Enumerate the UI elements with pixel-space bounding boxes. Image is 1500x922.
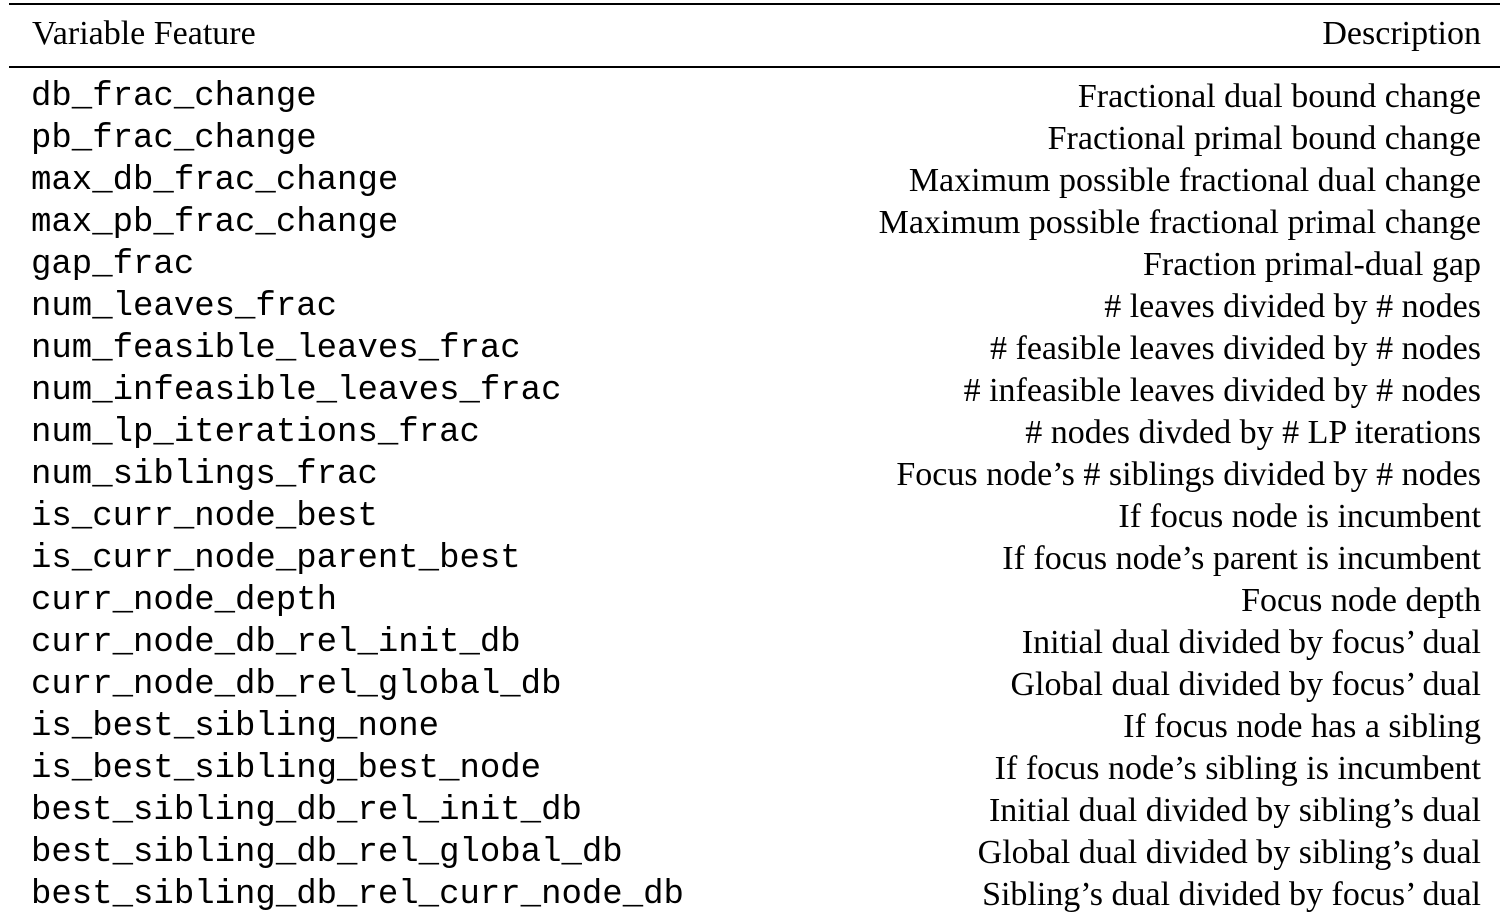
header-variable-feature: Variable Feature	[32, 15, 256, 52]
header-rule	[9, 66, 1500, 68]
variable-name: is_curr_node_best	[31, 498, 378, 536]
table-row: is_curr_node_parent_best If focus node’s…	[9, 538, 1500, 580]
variable-name: num_lp_iterations_frac	[31, 414, 480, 452]
variable-description: If focus node’s parent is incumbent	[1002, 540, 1481, 577]
table-row: max_pb_frac_change Maximum possible frac…	[9, 202, 1500, 244]
variable-description: # leaves divided by # nodes	[1104, 288, 1481, 325]
variable-description: If focus node’s sibling is incumbent	[994, 750, 1481, 787]
variable-name: num_leaves_frac	[31, 288, 338, 326]
table-row: is_curr_node_best If focus node is incum…	[9, 496, 1500, 538]
variable-name: is_best_sibling_best_node	[31, 750, 542, 788]
variable-description: Global dual divided by sibling’s dual	[977, 834, 1481, 871]
variable-name: pb_frac_change	[31, 120, 317, 158]
table-row: gap_frac Fraction primal-dual gap	[9, 244, 1500, 286]
variable-name: best_sibling_db_rel_curr_node_db	[31, 876, 684, 914]
table-row: db_frac_change Fractional dual bound cha…	[9, 76, 1500, 118]
variable-description: If focus node is incumbent	[1118, 498, 1481, 535]
variable-description: Focus node depth	[1241, 582, 1481, 619]
variable-description: Initial dual divided by focus’ dual	[1021, 624, 1481, 661]
table-row: is_best_sibling_none If focus node has a…	[9, 706, 1500, 748]
table-row: num_siblings_frac Focus node’s # sibling…	[9, 454, 1500, 496]
variable-description: Initial dual divided by sibling’s dual	[988, 792, 1481, 829]
table-body: db_frac_change Fractional dual bound cha…	[9, 76, 1500, 916]
variable-name: gap_frac	[31, 246, 195, 284]
table-row: max_db_frac_change Maximum possible frac…	[9, 160, 1500, 202]
header-description: Description	[1322, 15, 1481, 52]
variable-name: curr_node_db_rel_init_db	[31, 624, 521, 662]
variable-name: best_sibling_db_rel_init_db	[31, 792, 582, 830]
table-row: best_sibling_db_rel_curr_node_db Sibling…	[9, 874, 1500, 916]
table-row: num_lp_iterations_frac # nodes divded by…	[9, 412, 1500, 454]
variable-name: max_db_frac_change	[31, 162, 399, 200]
variable-description: # feasible leaves divided by # nodes	[990, 330, 1481, 367]
variable-description: Maximum possible fractional dual change	[908, 162, 1481, 199]
table-row: num_leaves_frac # leaves divided by # no…	[9, 286, 1500, 328]
variable-description: Fractional dual bound change	[1077, 78, 1481, 115]
table-row: num_infeasible_leaves_frac # infeasible …	[9, 370, 1500, 412]
variable-description: Global dual divided by focus’ dual	[1010, 666, 1481, 703]
variable-name: num_siblings_frac	[31, 456, 378, 494]
variable-name: num_feasible_leaves_frac	[31, 330, 521, 368]
variable-name: curr_node_depth	[31, 582, 338, 620]
table-row: curr_node_db_rel_global_db Global dual d…	[9, 664, 1500, 706]
table-row: curr_node_db_rel_init_db Initial dual di…	[9, 622, 1500, 664]
variable-name: is_curr_node_parent_best	[31, 540, 521, 578]
variable-description: # infeasible leaves divided by # nodes	[963, 372, 1481, 409]
variable-description: # nodes divded by # LP iterations	[1025, 414, 1481, 451]
table-row: best_sibling_db_rel_global_db Global dua…	[9, 832, 1500, 874]
variable-name: best_sibling_db_rel_global_db	[31, 834, 623, 872]
table-row: best_sibling_db_rel_init_db Initial dual…	[9, 790, 1500, 832]
table-row: is_best_sibling_best_node If focus node’…	[9, 748, 1500, 790]
variable-description: If focus node has a sibling	[1123, 708, 1481, 745]
variable-name: is_best_sibling_none	[31, 708, 440, 746]
variable-description: Maximum possible fractional primal chang…	[878, 204, 1481, 241]
top-rule	[9, 3, 1500, 5]
variable-description: Sibling’s dual divided by focus’ dual	[982, 876, 1481, 913]
table-header: Variable Feature Description	[9, 12, 1500, 56]
variable-description: Fractional primal bound change	[1047, 120, 1481, 157]
variable-name: max_pb_frac_change	[31, 204, 399, 242]
variable-description: Focus node’s # siblings divided by # nod…	[896, 456, 1481, 493]
table-row: curr_node_depth Focus node depth	[9, 580, 1500, 622]
variable-description: Fraction primal-dual gap	[1142, 246, 1481, 283]
variable-name: db_frac_change	[31, 78, 317, 116]
variable-name: curr_node_db_rel_global_db	[31, 666, 562, 704]
table-row: pb_frac_change Fractional primal bound c…	[9, 118, 1500, 160]
table-row: num_feasible_leaves_frac # feasible leav…	[9, 328, 1500, 370]
variable-name: num_infeasible_leaves_frac	[31, 372, 562, 410]
